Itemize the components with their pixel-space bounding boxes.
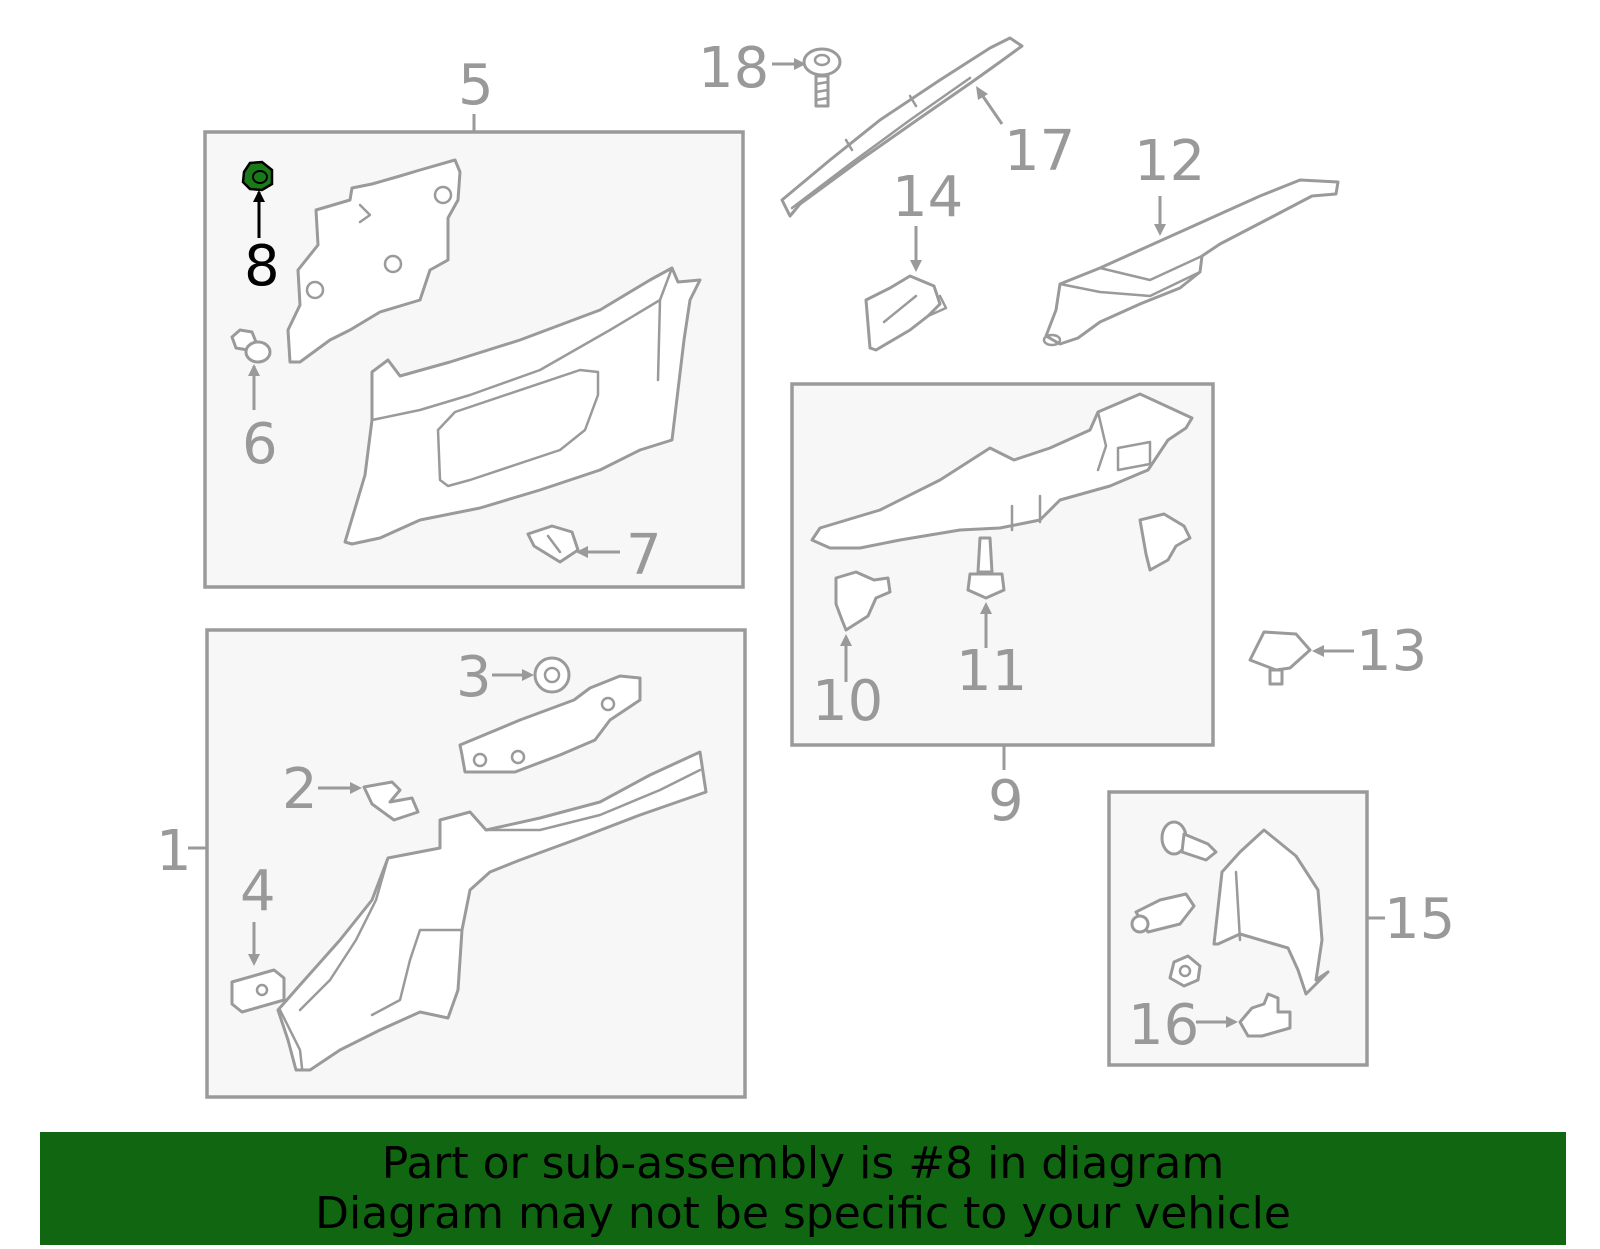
arrow-14 — [910, 260, 922, 272]
part-6-pin — [230, 328, 272, 364]
notice-banner: Part or sub-assembly is #8 in diagram Di… — [40, 1132, 1566, 1245]
part-5-bracket — [286, 158, 462, 364]
banner-line-2: Diagram may not be specific to your vehi… — [315, 1187, 1291, 1239]
arrow-6 — [248, 364, 260, 376]
callout-6: 6 — [242, 412, 278, 477]
callout-10: 10 — [812, 669, 883, 734]
arrow-10 — [840, 634, 852, 646]
part-15-nut — [1168, 954, 1202, 988]
arrow-11 — [980, 602, 992, 614]
banner-line-1: Part or sub-assembly is #8 in diagram — [381, 1137, 1225, 1189]
arrow-2 — [350, 782, 362, 794]
part-18-screw — [802, 47, 842, 108]
part-4-nut — [230, 968, 286, 1014]
part-17-strip — [780, 36, 1024, 218]
callout-8-highlighted: 8 — [244, 234, 280, 299]
part-5-trim-panel — [343, 266, 702, 546]
part-8-clip-highlighted — [241, 160, 274, 192]
arrow-4 — [248, 954, 260, 966]
arrow-16 — [1226, 1016, 1238, 1028]
part-9-right-clip — [1138, 512, 1192, 572]
callout-14: 14 — [892, 165, 963, 230]
arrow-17 — [976, 86, 988, 100]
part-11-bolt — [966, 536, 1006, 600]
part-15-plug — [1130, 892, 1196, 934]
callout-1: 1 — [156, 819, 192, 884]
part-3-grommet — [533, 656, 571, 694]
arrow-3 — [522, 669, 534, 681]
arrow-13 — [1312, 645, 1324, 657]
callout-4: 4 — [240, 859, 276, 924]
callout-15: 15 — [1384, 887, 1455, 952]
lead-17 — [978, 91, 1004, 125]
callout-16: 16 — [1128, 993, 1199, 1058]
callout-3: 3 — [456, 645, 492, 710]
callout-17: 17 — [1004, 119, 1075, 184]
part-12-sill — [1042, 178, 1340, 347]
part-10-clip — [834, 570, 892, 632]
part-2-clip — [362, 780, 420, 822]
callout-12: 12 — [1134, 129, 1205, 194]
arrow-18 — [794, 58, 806, 70]
part-14-bracket — [864, 274, 948, 352]
callout-9: 9 — [988, 769, 1024, 834]
part-1-lower-trim — [276, 750, 708, 1072]
part-1-upper-rail — [458, 674, 642, 774]
callout-11: 11 — [956, 639, 1027, 704]
part-15-screw — [1160, 820, 1218, 862]
callout-13: 13 — [1356, 619, 1427, 684]
part-13-pad — [1248, 630, 1312, 686]
arrow-7 — [576, 546, 588, 558]
arrow-8 — [253, 190, 265, 202]
part-16-clip — [1238, 992, 1292, 1038]
part-15-shield — [1212, 828, 1330, 996]
part-9-trim — [810, 392, 1194, 550]
callout-18: 18 — [698, 36, 769, 101]
callout-5: 5 — [458, 53, 494, 118]
callout-2: 2 — [282, 757, 318, 822]
callout-7: 7 — [626, 523, 662, 588]
arrow-12 — [1154, 224, 1166, 236]
part-7-clip — [526, 524, 580, 564]
